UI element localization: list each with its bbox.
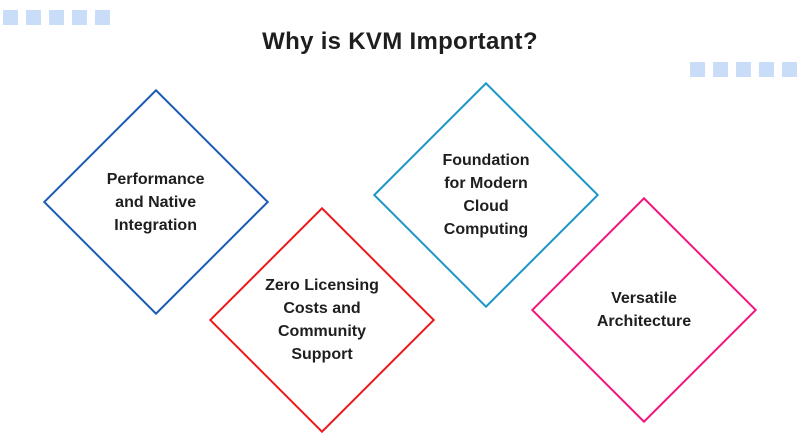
diamond-label-cloud-foundation: Foundation for Modern Cloud Computing	[442, 152, 530, 238]
decor-square	[782, 62, 797, 77]
decor-square	[26, 10, 41, 25]
diamond-label-performance: Performance and Native Integration	[107, 170, 205, 234]
diamond-zero-licensing-community-support: Zero Licensing Costs and Community Suppo…	[208, 206, 436, 434]
diamond-versatile-architecture: Versatile Architecture	[530, 196, 758, 424]
decor-square	[759, 62, 774, 77]
decor-square	[95, 10, 110, 25]
decor-square	[713, 62, 728, 77]
diamond-label-zero-licensing: Zero Licensing Costs and Community Suppo…	[265, 277, 379, 363]
decor-square	[3, 10, 18, 25]
decor-squares-top-left	[3, 10, 110, 25]
decor-square	[72, 10, 87, 25]
decor-squares-right	[690, 62, 797, 77]
decor-square	[49, 10, 64, 25]
diamond-label-versatile-architecture: Versatile Architecture	[596, 290, 692, 330]
diamond-performance-native-integration: Performance and Native Integration	[42, 88, 270, 316]
decor-square	[690, 62, 705, 77]
decor-square	[736, 62, 751, 77]
page-title: Why is KVM Important?	[262, 28, 538, 55]
